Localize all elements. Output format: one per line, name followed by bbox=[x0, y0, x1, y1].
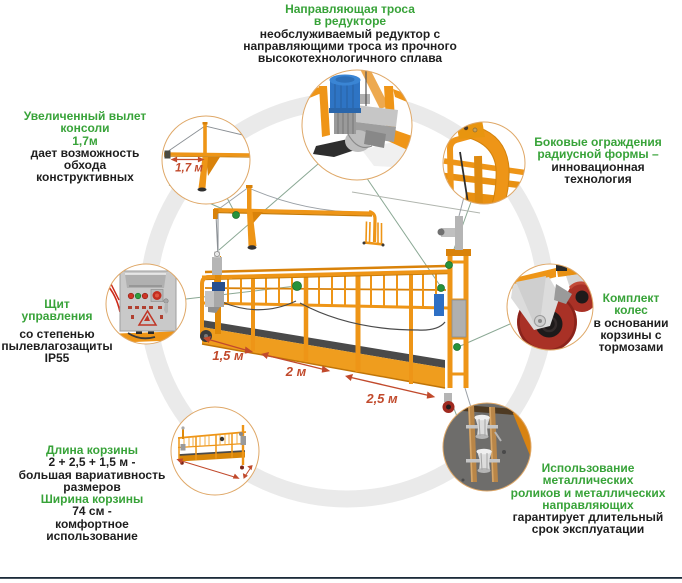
svg-text:2,5 м: 2,5 м bbox=[365, 391, 398, 406]
svg-text:1,5 м: 1,5 м bbox=[212, 348, 244, 363]
svg-text:2 м: 2 м bbox=[285, 364, 307, 379]
svg-text:1,7 м: 1,7 м bbox=[175, 163, 203, 175]
